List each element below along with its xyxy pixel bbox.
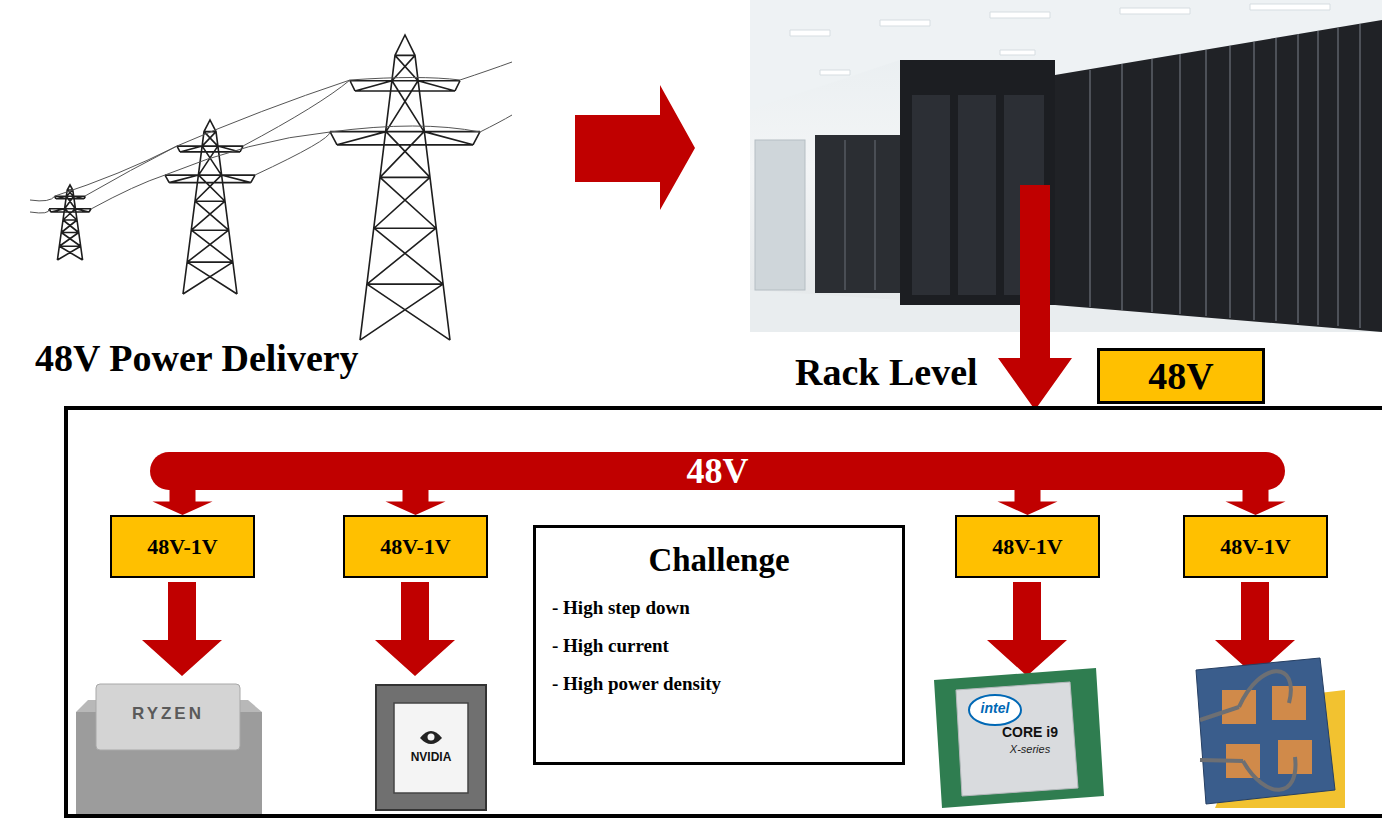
datacenter-photo (750, 0, 1382, 332)
large-tower (330, 35, 480, 340)
chip-package (376, 685, 486, 810)
chip-marking: RYZEN (96, 704, 240, 724)
heat-spreader (96, 684, 240, 750)
rack-door (912, 95, 950, 295)
rack-voltage-box: 48V (1097, 348, 1265, 404)
power-bus: 48V (150, 452, 1285, 490)
nvidia-logo (420, 731, 442, 744)
chip-arrow (375, 582, 455, 676)
wall-cabinet (755, 140, 805, 290)
section-title: 48V Power Delivery (35, 336, 359, 380)
chip-marking: CORE i9 (990, 724, 1070, 740)
converter-box: 48V-1V (343, 515, 488, 578)
box-label: 48V-1V (992, 534, 1062, 560)
rack-arrow (998, 185, 1072, 410)
back-rack-doors (845, 140, 875, 290)
converter-box: 48V-1V (955, 515, 1100, 578)
middle-tower (165, 120, 255, 294)
chip-marking: NVIDIA (394, 750, 468, 764)
box-label: 48V (1148, 354, 1213, 398)
wires (30, 62, 512, 213)
bus-arrow (1226, 488, 1286, 515)
power-lines (30, 35, 512, 340)
converter-box: 48V-1V (1183, 515, 1328, 578)
section-title: Rack Level (795, 350, 978, 394)
list-item: - High step down (552, 597, 690, 619)
box-label: 48V (687, 452, 749, 490)
rack-door (958, 95, 996, 295)
bus-arrow (153, 488, 213, 515)
chip-die (394, 703, 468, 793)
flow-arrow (575, 85, 695, 210)
converter-box: 48V-1V (110, 515, 255, 578)
bus-arrow (386, 488, 446, 515)
rack-row (1055, 20, 1382, 332)
nvidia-chip (376, 685, 486, 810)
rack-row-doors (1090, 24, 1360, 328)
chip-arrow (142, 582, 222, 676)
challenge-box: Challenge - High step down - High current -… (533, 525, 905, 765)
chip-arrow (987, 582, 1067, 676)
tubes (1200, 671, 1295, 790)
box-heading: Challenge (648, 542, 789, 579)
amd-chip (76, 684, 262, 814)
gpu-board (1196, 658, 1345, 808)
intel-logo (969, 695, 1021, 725)
back-racks (815, 135, 905, 293)
pcb (934, 668, 1104, 808)
list-item: - High power density (552, 673, 721, 695)
chip-marking: intel (969, 700, 1021, 716)
board (1196, 658, 1335, 804)
logo-eye (428, 734, 435, 741)
room (750, 0, 1382, 332)
board-panel (66, 408, 1382, 816)
heat-spreader (956, 682, 1078, 796)
box-label: 48V-1V (147, 534, 217, 560)
box-label: 48V-1V (1220, 534, 1290, 560)
list-item: - High current (552, 635, 669, 657)
box-label: 48V-1V (380, 534, 450, 560)
chip-marking: X-series (990, 743, 1070, 755)
intel-chip (934, 668, 1104, 808)
bus-arrow (998, 488, 1058, 515)
